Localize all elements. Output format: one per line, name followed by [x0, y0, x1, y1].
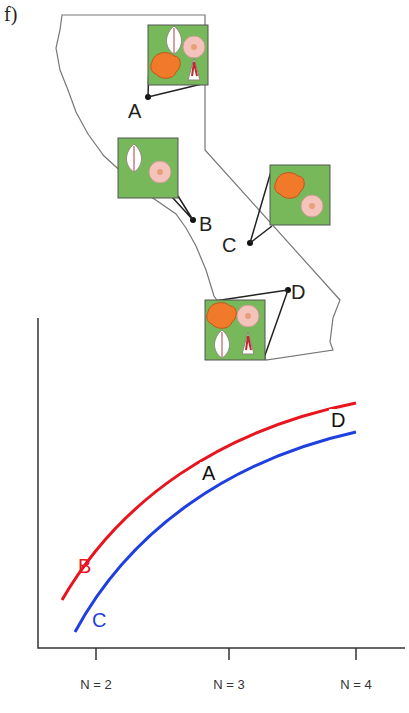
site-letter: B: [199, 214, 212, 234]
species-inset: [205, 300, 265, 360]
curve-b: [62, 403, 356, 600]
state-outline: [56, 15, 340, 360]
species-inset: [270, 165, 330, 225]
axis-tick-label: N = 2: [80, 678, 111, 691]
axis-tick-label: N = 4: [340, 678, 371, 691]
curve-label: B: [78, 556, 91, 576]
species-inset: [118, 138, 178, 198]
axis-tick-label: N = 3: [213, 678, 244, 691]
curve-label: C: [92, 610, 106, 630]
site-letter: C: [222, 235, 236, 255]
curve-c: [75, 432, 356, 632]
curve-label: D: [329, 409, 347, 431]
site-letter: D: [291, 282, 305, 302]
chart-axes: [38, 318, 405, 660]
panel-letter: f): [4, 4, 17, 24]
site-letter: A: [128, 101, 141, 121]
species-inset: [148, 25, 208, 85]
curve-label: A: [200, 462, 217, 484]
